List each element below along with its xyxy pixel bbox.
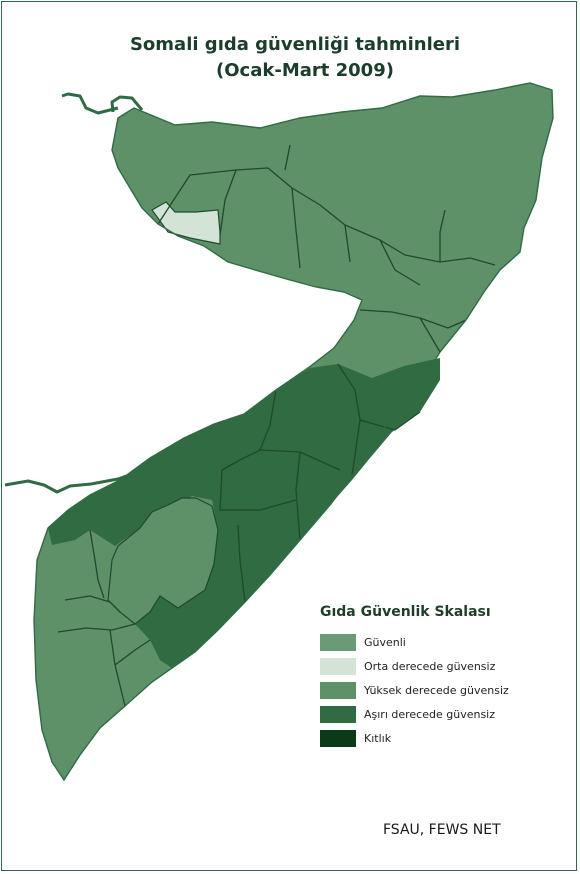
- legend-label: Yüksek derecede güvensiz: [364, 683, 509, 697]
- border-djibouti-north: [110, 95, 144, 113]
- legend-item-high: Yüksek derecede güvensiz: [320, 678, 509, 702]
- region-moderate-zone: [151, 201, 221, 245]
- legend-label: Kıtlık: [364, 731, 392, 745]
- legend-swatch: [320, 729, 356, 747]
- region-boundaries: [57, 144, 496, 707]
- legend-title: Gıda Güvenlik Skalası: [320, 604, 491, 620]
- legend-item-moderate: Orta derecede güvensiz: [320, 654, 509, 678]
- legend: Gıda Güvenlik Skalası Güvenli Orta derec…: [320, 604, 509, 750]
- source-credit: FSAU, FEWS NET: [383, 822, 501, 838]
- region-central-extreme: [48, 358, 440, 668]
- border-ethiopia-kenya: [4, 472, 133, 494]
- map-title: Somali gıda güvenliği tahminleri: [129, 34, 461, 55]
- legend-swatch: [320, 681, 356, 699]
- legend-label: Güvenli: [364, 635, 406, 649]
- legend-item-extreme: Aşırı derecede güvensiz: [320, 702, 509, 726]
- legend-swatch: [320, 705, 356, 723]
- legend-swatch: [320, 657, 356, 675]
- legend-label: Aşırı derecede güvensiz: [364, 707, 496, 721]
- map-subtitle: (Ocak-Mart 2009): [216, 60, 394, 81]
- country-outline: [33, 82, 554, 782]
- legend-label: Orta derecede güvensiz: [364, 659, 496, 673]
- border-djibouti-ethiopia: [61, 92, 119, 115]
- legend-item-safe: Güvenli: [320, 630, 509, 654]
- legend-item-famine: Kıtlık: [320, 726, 509, 750]
- legend-swatch: [320, 633, 356, 651]
- neighbor-borders: [4, 92, 144, 494]
- region-bay-bakool: [107, 497, 219, 625]
